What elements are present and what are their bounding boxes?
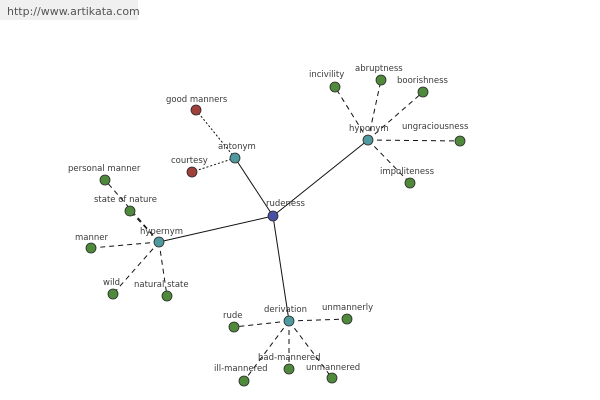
edge-hyponym-impoliteness [367,139,411,184]
node-ill-mannered[interactable] [238,375,250,387]
edge-rudeness-hyponym [272,139,369,217]
label-boorishness[interactable]: boorishness [397,76,449,86]
label-hyponym[interactable]: hyponym [349,124,389,134]
node-incivility[interactable] [329,81,341,93]
label-state-of-nature[interactable]: state of nature [94,195,157,205]
label-antonym[interactable]: antonym [218,142,256,152]
edge-hypernym-state-of-nature [129,210,160,243]
label-courtesy[interactable]: courtesy [171,156,208,166]
node-antonym[interactable] [229,152,241,164]
label-derivation[interactable]: derivation [264,305,307,315]
node-good-manners[interactable] [190,104,202,116]
edge-derivation-rude [233,320,290,328]
node-bad-mannered[interactable] [283,363,295,375]
label-ungraciousness[interactable]: ungraciousness [402,122,469,132]
label-ill-mannered[interactable]: ill-mannered [214,364,268,374]
node-state-of-nature[interactable] [124,205,136,217]
edge-derivation-unmannerly [288,318,348,322]
node-hyponym[interactable] [362,134,374,146]
edge-hypernym-manner [90,241,160,249]
node-courtesy[interactable] [186,166,198,178]
node-hypernym[interactable] [153,236,165,248]
edge-rudeness-hypernym [158,215,274,243]
label-unmannerly[interactable]: unmannerly [322,303,373,313]
label-bad-mannered[interactable]: bad-mannered [258,353,321,363]
edge-rudeness-derivation [272,215,290,322]
label-hypernym[interactable]: hypernym [140,227,183,237]
edge-rudeness-antonym [234,157,274,217]
node-unmannered[interactable] [326,372,338,384]
label-wild[interactable]: wild [103,278,120,288]
node-personal-manner[interactable] [99,174,111,186]
label-manner[interactable]: manner [75,233,108,243]
edge-hypernym-wild [112,241,160,295]
node-natural-state[interactable] [161,290,173,302]
edge-derivation-ill-mannered [243,320,290,382]
url-bar: http://www.artikata.com [0,0,140,20]
edge-antonym-courtesy [191,157,236,173]
edge-hyponym-abruptness [367,79,382,141]
node-unmannerly[interactable] [341,313,353,325]
edge-hyponym-ungraciousness [367,139,461,142]
label-natural-state[interactable]: natural state [134,280,189,290]
edge-derivation-unmannered [288,320,333,379]
node-impoliteness[interactable] [404,177,416,189]
label-incivility[interactable]: incivility [309,70,344,80]
edge-hyponym-boorishness [367,91,424,141]
node-boorishness[interactable] [417,86,429,98]
label-rudeness[interactable]: rudeness [266,199,306,209]
label-personal-manner[interactable]: personal manner [68,164,141,174]
node-ungraciousness[interactable] [454,135,466,147]
node-derivation[interactable] [283,315,295,327]
node-manner[interactable] [85,242,97,254]
edge-hypernym-natural-state [158,241,168,297]
node-rudeness[interactable] [267,210,279,222]
label-abruptness[interactable]: abruptness [355,64,403,74]
label-rude[interactable]: rude [223,311,243,321]
label-impoliteness[interactable]: impoliteness [380,167,435,177]
edge-hyponym-incivility [334,86,369,141]
label-unmannered[interactable]: unmannered [306,363,360,373]
label-good-manners[interactable]: good manners [166,95,228,105]
node-rude[interactable] [228,321,240,333]
node-abruptness[interactable] [375,74,387,86]
node-wild[interactable] [107,288,119,300]
site-url[interactable]: http://www.artikata.com [7,5,140,18]
